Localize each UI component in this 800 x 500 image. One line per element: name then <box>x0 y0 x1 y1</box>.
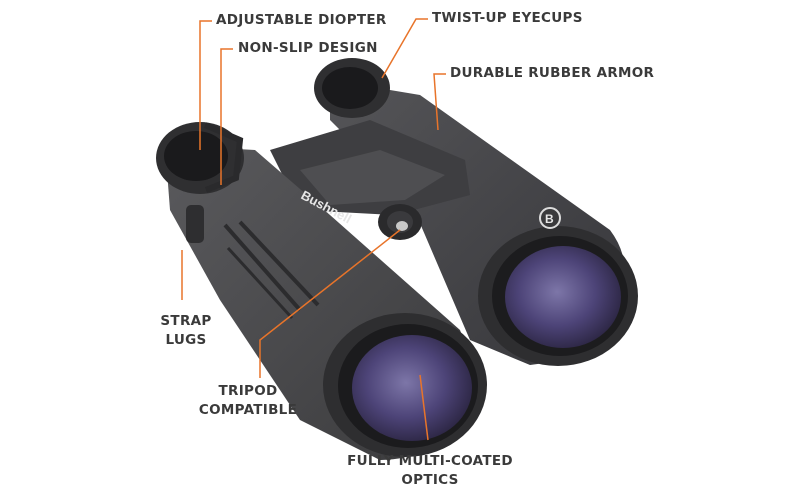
label-strap-lugs-line1: STRAP <box>160 313 212 329</box>
label-tripod-compatible: TRIPOD COMPATIBLE <box>188 382 308 420</box>
label-optics-line1: FULLY MULTI-COATED <box>347 453 513 469</box>
label-twist-up-eyecups: TWIST-UP EYECUPS <box>432 10 583 26</box>
tripod-socket <box>396 221 408 231</box>
callout-line-twist-up-eyecups <box>381 18 428 79</box>
left-objective-lens <box>352 335 472 441</box>
label-adjustable-diopter: ADJUSTABLE DIOPTER <box>216 12 387 28</box>
label-non-slip-design: NON-SLIP DESIGN <box>238 40 378 56</box>
callout-line-adjustable-diopter <box>199 20 212 150</box>
left-barrel <box>156 122 487 460</box>
right-objective-lens <box>505 246 621 348</box>
strap-lug <box>186 205 204 243</box>
label-strap-lugs-line2: LUGS <box>165 332 207 348</box>
callout-line-non-slip-design <box>220 48 233 185</box>
callout-lines <box>181 18 446 441</box>
label-optics-line2: OPTICS <box>401 472 459 488</box>
label-fully-multi-coated-optics: FULLY MULTI-COATED OPTICS <box>340 452 520 490</box>
badge-letter: B <box>545 212 554 226</box>
label-tripod-compatible-line2: COMPATIBLE <box>198 402 298 418</box>
center-bridge <box>270 120 470 240</box>
callout-line-optics <box>419 374 429 441</box>
label-tripod-compatible-line1: TRIPOD <box>218 383 278 399</box>
label-strap-lugs: STRAP LUGS <box>146 312 226 350</box>
callout-line-tripod-compatible <box>259 229 401 378</box>
callout-line-durable-rubber-armor <box>433 73 446 131</box>
brand-badge: B <box>539 207 561 229</box>
label-durable-rubber-armor: DURABLE RUBBER ARMOR <box>450 65 655 81</box>
